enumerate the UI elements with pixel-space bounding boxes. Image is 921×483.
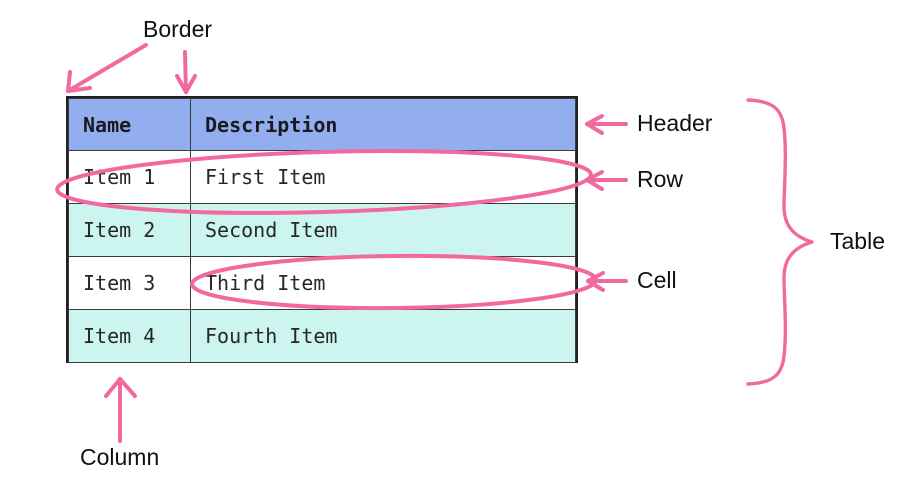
column-arrow-icon <box>104 377 137 443</box>
annotation-label-table: Table <box>830 228 885 254</box>
cell-name: Item 4 <box>68 309 191 363</box>
cell-description: Second Item <box>190 203 576 257</box>
cell-name: Item 1 <box>68 150 191 204</box>
annotation-label-column: Column <box>80 444 160 470</box>
cell-name: Item 3 <box>68 256 191 310</box>
cell-name: Item 2 <box>68 203 191 257</box>
border-vertical-arrow-icon <box>175 50 197 94</box>
border-diagonal-arrow-icon <box>66 43 148 93</box>
column-header-name: Name <box>68 98 191 151</box>
cell-description: First Item <box>190 150 576 204</box>
column-header-description: Description <box>190 98 576 151</box>
table-row: Item 2 Second Item <box>68 203 576 257</box>
row-arrow-icon <box>585 170 628 191</box>
table-row: Item 4 Fourth Item <box>68 309 576 363</box>
table-curly-brace-icon <box>746 98 814 386</box>
annotation-label-row: Row <box>637 166 684 192</box>
annotation-label-border: Border <box>143 16 213 42</box>
table-row: Item 3 Third Item <box>68 256 576 310</box>
demo-table-container: Name Description Item 1 First Item Item … <box>66 96 578 363</box>
table-row: Item 1 First Item <box>68 150 576 204</box>
annotation-label-cell: Cell <box>637 267 677 293</box>
demo-table: Name Description Item 1 First Item Item … <box>68 98 576 363</box>
cell-description: Fourth Item <box>190 309 576 363</box>
table-body: Item 1 First Item Item 2 Second Item Ite… <box>68 150 576 363</box>
table-header: Name Description <box>68 98 576 151</box>
annotation-label-header: Header <box>637 110 713 136</box>
header-arrow-icon <box>585 114 628 135</box>
cell-arrow-icon <box>586 271 628 292</box>
table-header-row: Name Description <box>68 98 576 151</box>
cell-description: Third Item <box>190 256 576 310</box>
